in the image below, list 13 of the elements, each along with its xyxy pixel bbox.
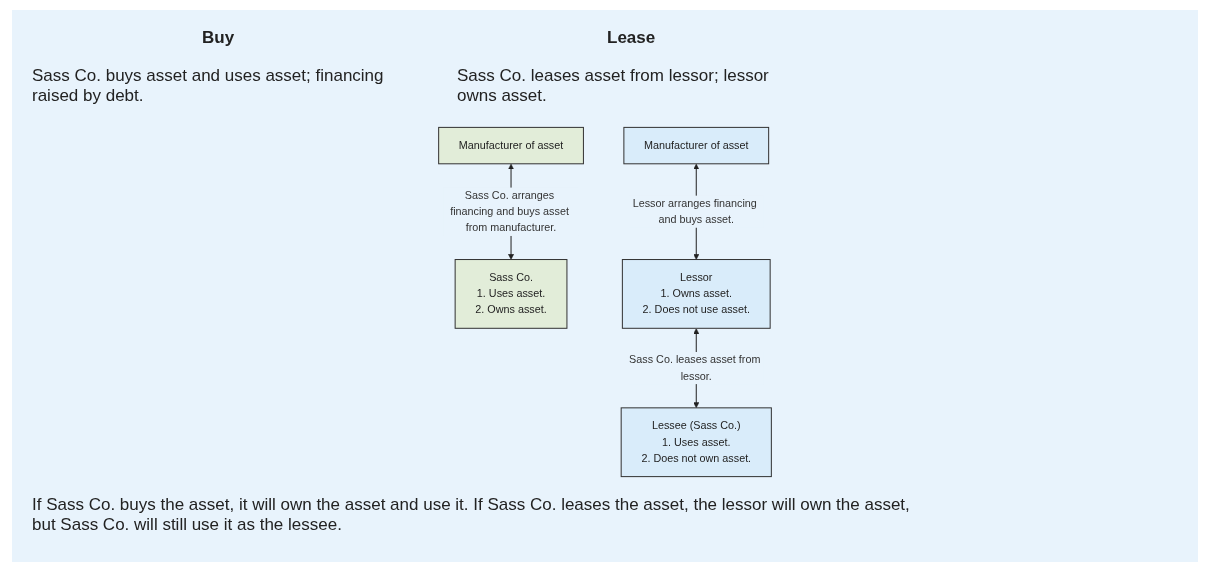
node-box: Lessor 1. Owns asset. 2. Does not use asset. [621,259,771,329]
node-box: Manufacturer of asset [438,126,584,165]
column-heading: Buy [202,28,235,48]
node-box: Sass Co. 1. Uses asset. 2. Owns asset. [454,259,568,329]
node-box: Manufacturer of asset [623,126,770,165]
node-box: Lessee (Sass Co.) 1. Uses asset. 2. Does not own asset. [620,407,772,478]
description-text: Sass Co. buys asset and uses asset; financing raised by debt. [32,66,385,106]
edge-label: Sass Co. leases asset from lessor. [629,353,761,382]
caption: If Sass Co. buys the asset, it will own the asset and use it. If Sass Co. leases the asset, the lessor will own the asset, but Sass Co. will still use it as the lessee. [32,495,911,535]
column-heading: Lease [607,28,656,48]
edge-label: Sass Co. arranges financing and buys asset from manufacturer. [450,189,569,234]
edge-label: Lessor arranges financing and buys asset. [632,197,757,226]
description-text: Sass Co. leases asset from lessor; lessor owns asset. [457,66,770,106]
